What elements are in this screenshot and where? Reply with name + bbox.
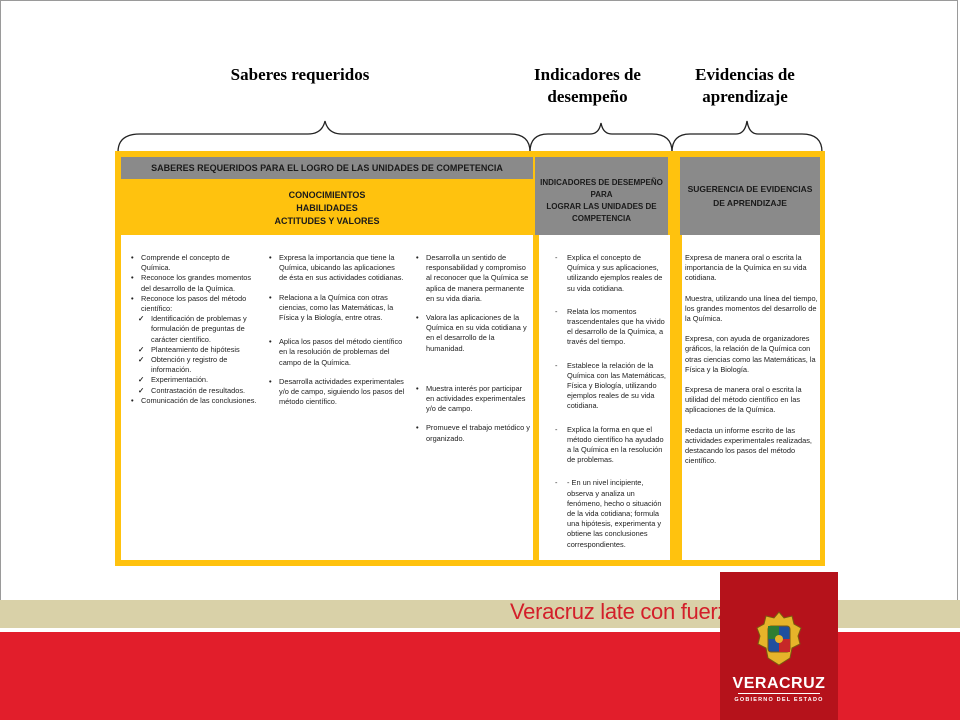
header-indicadores-line2: lograr las Unidades de — [546, 202, 657, 211]
footer-band-divider — [0, 628, 960, 632]
heading-evidencias-line1: Evidencias de — [695, 65, 795, 84]
table-header-saberes: Saberes requeridos para el logro de las … — [121, 157, 533, 179]
list-item: Muestra interés por participar en activi… — [416, 384, 531, 415]
logo-divider — [738, 693, 820, 694]
competency-table: Saberes requeridos para el logro de las … — [115, 151, 825, 566]
list-item: Relaciona a la Química con otras ciencia… — [269, 293, 405, 324]
saberes-body: Comprende el concepto de Química. Recono… — [121, 235, 533, 560]
footer-slogan: Veracruz late con fuerza — [510, 599, 741, 624]
actitudes-column: Desarrolla un sentido de responsabilidad… — [416, 253, 531, 444]
list-item: Aplica los pasos del método científico e… — [269, 337, 405, 368]
table-subheader-saberes: Conocimientos Habilidades Actitudes y va… — [121, 179, 533, 235]
list-item: Expresa de manera oral o escrita la impo… — [685, 253, 807, 283]
brace-indicadores — [529, 122, 673, 153]
logo-subtitle: GOBIERNO DEL ESTADO — [734, 697, 824, 703]
header-indicadores-line1: Indicadores de desempeño para — [540, 178, 663, 199]
list-item: Relata los momentos trascendentales que … — [553, 307, 669, 348]
list-item: Reconoce los pasos del método científico… — [131, 294, 259, 314]
coat-of-arms-icon — [756, 611, 802, 666]
header-evidencias-line2: de aprendizaje — [713, 198, 787, 208]
list-subitem: Contrastación de resultados. — [131, 386, 259, 396]
list-item: Expresa, con ayuda de organizadores gráf… — [685, 334, 816, 374]
list-item: Explica la forma en que el método cientí… — [553, 425, 669, 466]
list-subitem: Experimentación. — [131, 375, 259, 385]
list-item: Expresa de manera oral o escrita la util… — [685, 385, 802, 415]
list-item: Comprende el concepto de Química. — [131, 253, 259, 273]
logo-wordmark: VERACRUZ — [732, 675, 826, 692]
list-item: - En un nivel incipiente, observa y anal… — [553, 478, 669, 549]
evidencias-body: Expresa de manera oral o escrita la impo… — [682, 235, 820, 560]
indicadores-body: Explica el concepto de Química y sus apl… — [539, 235, 670, 560]
subheader-habilidades: Habilidades — [296, 203, 358, 213]
list-item: Desarrolla actividades experimentales y/… — [269, 377, 405, 408]
list-item: Redacta un informe escrito de las activi… — [685, 425, 812, 466]
list-item: Explica el concepto de Química y sus apl… — [553, 253, 669, 294]
veracruz-logo: VERACRUZ GOBIERNO DEL ESTADO — [720, 572, 838, 720]
table-header-indicadores: Indicadores de desempeño para lograr las… — [535, 157, 668, 235]
brace-evidencias — [671, 120, 823, 153]
list-item: Promueve el trabajo metódico y organizad… — [416, 423, 531, 443]
list-subitem: Planteamiento de hipótesis — [131, 345, 259, 355]
heading-indicadores-line1: Indicadores de — [534, 65, 641, 84]
list-item: Desarrolla un sentido de responsabilidad… — [416, 253, 531, 304]
heading-evidencias: Evidencias de aprendizaje — [665, 64, 825, 108]
list-subitem: Obtención y registro de información. — [131, 355, 259, 375]
list-item: Muestra, utilizando una línea del tiempo… — [685, 293, 818, 324]
habilidades-column: Expresa la importancia que tiene la Quím… — [269, 253, 405, 407]
conocimientos-column: Comprende el concepto de Química. Recono… — [131, 253, 259, 406]
subheader-conocimientos: Conocimientos — [288, 190, 366, 200]
header-evidencias-line1: Sugerencia de evidencias — [687, 184, 813, 194]
subheader-actitudes: Actitudes y valores — [274, 216, 380, 226]
evidencias-column: Expresa de manera oral o escrita la impo… — [685, 253, 818, 476]
heading-indicadores: Indicadores de desempeño — [505, 64, 670, 108]
indicadores-column: Explica el concepto de Química y sus apl… — [553, 253, 669, 563]
list-item: Establece la relación de la Química con … — [553, 361, 669, 412]
heading-indicadores-line2: desempeño — [547, 87, 628, 106]
heading-evidencias-line2: aprendizaje — [702, 87, 788, 106]
brace-saberes — [117, 120, 531, 153]
list-item: Comunicación de las conclusiones. — [131, 396, 259, 406]
header-indicadores-line3: competencia — [571, 214, 632, 223]
table-header-evidencias: Sugerencia de evidencias de aprendizaje — [680, 157, 820, 235]
heading-saberes: Saberes requeridos — [230, 65, 370, 84]
list-item: Expresa la importancia que tiene la Quím… — [269, 253, 405, 284]
curly-braces — [117, 120, 823, 153]
list-subitem: Identificación de problemas y formulació… — [131, 314, 259, 345]
list-item: Reconoce los grandes momentos del desarr… — [131, 273, 259, 293]
list-item: Valora las aplicaciones de la Química en… — [416, 313, 531, 354]
